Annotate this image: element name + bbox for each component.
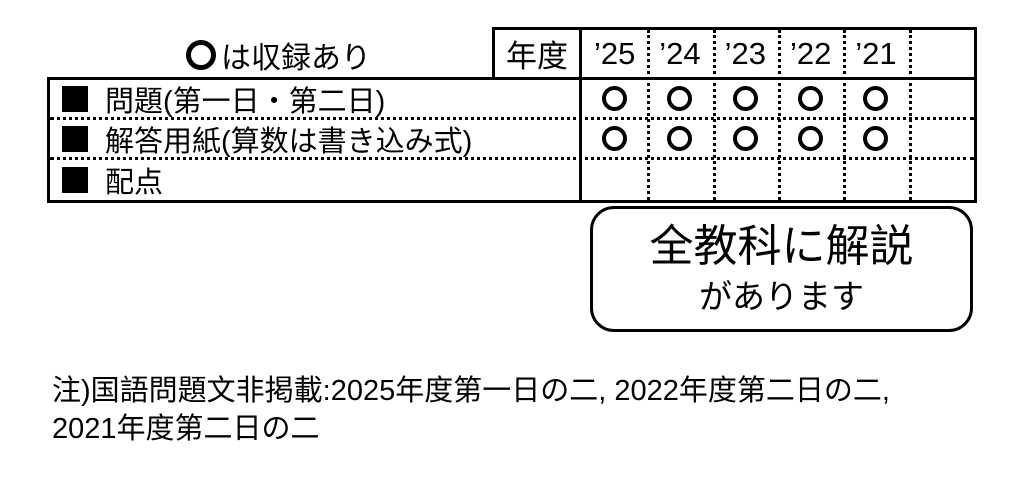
- year-value-cell: [713, 160, 778, 200]
- bullet-square-icon: [62, 85, 88, 112]
- row-label: 配点: [105, 167, 164, 199]
- year-value-cell: [713, 120, 778, 157]
- year-header-cell-empty: [909, 30, 974, 77]
- year-value-cell: [582, 120, 647, 157]
- footnote-line1: 注)国語問題文非掲載:2025年度第一日の二, 2022年度第二日の二,: [52, 375, 890, 407]
- row-label: 問題(第一日・第二日): [105, 85, 386, 118]
- included-circle-icon: [798, 86, 824, 111]
- footnote: 注)国語問題文非掲載:2025年度第一日の二, 2022年度第二日の二, 202…: [52, 372, 982, 448]
- table-row: 問題(第一日・第二日): [50, 80, 974, 120]
- row-label-cell: 解答用紙(算数は書き込み式): [50, 120, 582, 157]
- included-circle-icon: [863, 86, 889, 111]
- included-circle-icon: [667, 86, 693, 111]
- included-circle-icon: [732, 126, 758, 151]
- year-value-cell: [582, 160, 647, 200]
- table-row: 配点: [50, 160, 974, 200]
- legend-text: は収録あり: [221, 42, 371, 75]
- bullet-square-icon: [62, 167, 88, 193]
- year-value-cell: [778, 160, 843, 200]
- row-label: 解答用紙(算数は書き込み式): [105, 125, 473, 158]
- year-value-cell: [843, 80, 908, 117]
- year-value-cell: [909, 160, 974, 200]
- year-header-label: 年度: [492, 27, 582, 80]
- circle-icon: [186, 40, 216, 70]
- year-value-cell: [843, 160, 908, 200]
- callout-line2: があります: [699, 278, 864, 315]
- year-value-cell: [647, 120, 712, 157]
- row-label-cell: 問題(第一日・第二日): [50, 80, 582, 117]
- year-value-cell: [647, 80, 712, 117]
- year-value-cell: [582, 80, 647, 117]
- footnote-line2: 2021年度第二日の二: [52, 413, 320, 445]
- bullet-square-icon: [62, 125, 88, 152]
- callout-line1: 全教科に解説: [649, 222, 914, 271]
- included-circle-icon: [798, 126, 824, 151]
- year-value-cell: [713, 80, 778, 117]
- years-header-row: ’25 ’24 ’23 ’22 ’21: [582, 30, 974, 77]
- included-circle-icon: [602, 86, 628, 111]
- included-circle-icon: [863, 126, 889, 151]
- year-header-cell: ’21: [855, 35, 897, 71]
- included-circle-icon: [732, 86, 758, 111]
- year-value-cell: [778, 120, 843, 157]
- year-header-cell: ’22: [789, 35, 832, 71]
- year-value-cell: [909, 80, 974, 117]
- year-value-cell: [778, 80, 843, 117]
- year-header-cell: ’24: [659, 35, 701, 71]
- table-row: 解答用紙(算数は書き込み式): [50, 120, 974, 160]
- year-value-cell: [647, 160, 712, 200]
- year-header-cell: ’25: [593, 35, 636, 71]
- inclusion-table: 問題(第一日・第二日) 解答用紙(算数は書き込み式) 配点: [47, 77, 977, 203]
- year-header-cell: ’23: [724, 35, 766, 71]
- year-header-label-text: 年度: [506, 39, 568, 74]
- included-circle-icon: [667, 126, 693, 151]
- year-value-cell: [909, 120, 974, 157]
- included-circle-icon: [602, 126, 628, 151]
- year-value-cell: [843, 120, 908, 157]
- callout-box: 全教科に解説 があります: [590, 206, 973, 332]
- legend: は収録あり: [186, 38, 371, 75]
- row-label-cell: 配点: [50, 160, 582, 200]
